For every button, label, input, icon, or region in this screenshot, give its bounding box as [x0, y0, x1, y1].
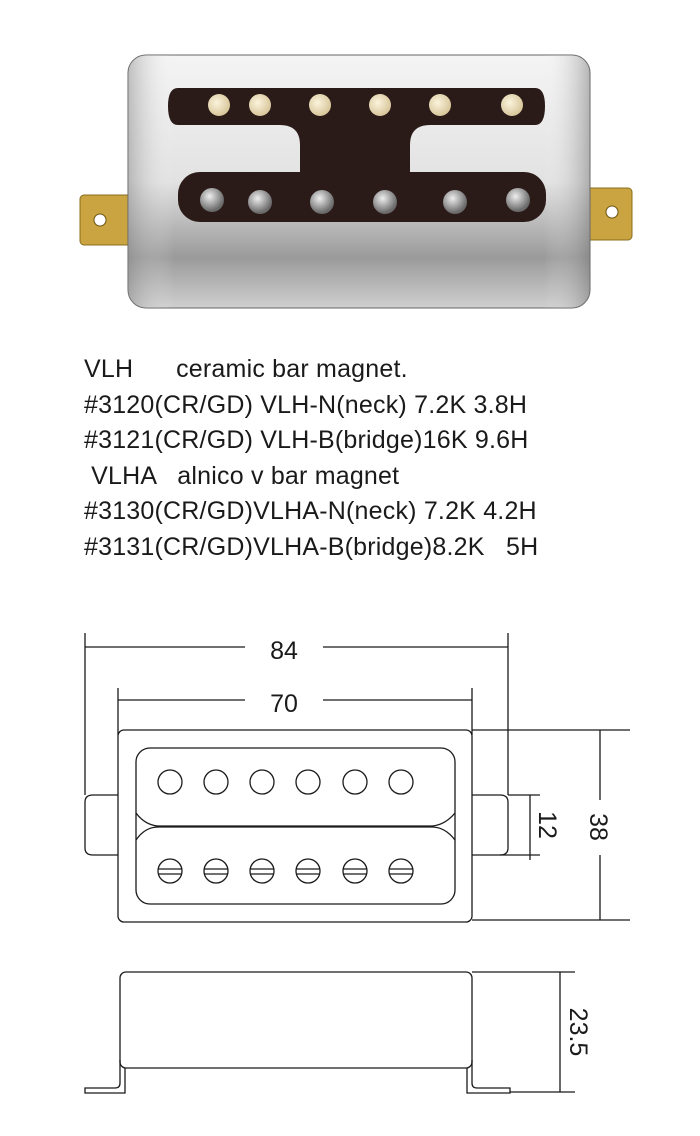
pickup-photo: [79, 54, 633, 309]
spec-line: #3131(CR/GD)VLHA-B(bridge)8.2K 5H: [84, 532, 539, 561]
slotted-screws: [157, 858, 414, 884]
pole-pieces: [208, 94, 523, 116]
dimension-label: 12: [533, 811, 561, 839]
mounting-foot-right: [579, 187, 633, 241]
side-view: [84, 971, 511, 1094]
spec-line: #3121(CR/GD) VLH-B(bridge)16K 9.6H: [84, 426, 529, 454]
dimension-label: 38: [584, 813, 612, 841]
dimension-label: 70: [270, 690, 298, 718]
spec-line: VLH ceramic bar magnet.: [84, 355, 408, 383]
spec-list: VLH ceramic bar magnet. #3120(CR/GD) VLH…: [84, 352, 538, 565]
spec-line: VLHA alnico v bar magnet: [84, 461, 400, 490]
spec-line: #3130(CR/GD)VLHA-N(neck) 7.2K 4.2H: [84, 497, 537, 525]
adjustment-screws: [200, 188, 530, 214]
dimension-cover-width: 38: [472, 729, 630, 921]
top-view: [84, 729, 509, 923]
dimension-overall-length: 84: [84, 633, 509, 795]
dimension-label: 84: [270, 637, 298, 665]
dimension-label: 23.5: [564, 1008, 592, 1057]
pole-circles: [157, 769, 414, 795]
spec-line: #3120(CR/GD) VLH-N(neck) 7.2K 3.8H: [84, 390, 528, 419]
dimension-height: 23.5: [472, 971, 592, 1093]
dimension-foot-width: 12: [500, 794, 561, 860]
dimension-cover-length: 70: [117, 688, 473, 735]
